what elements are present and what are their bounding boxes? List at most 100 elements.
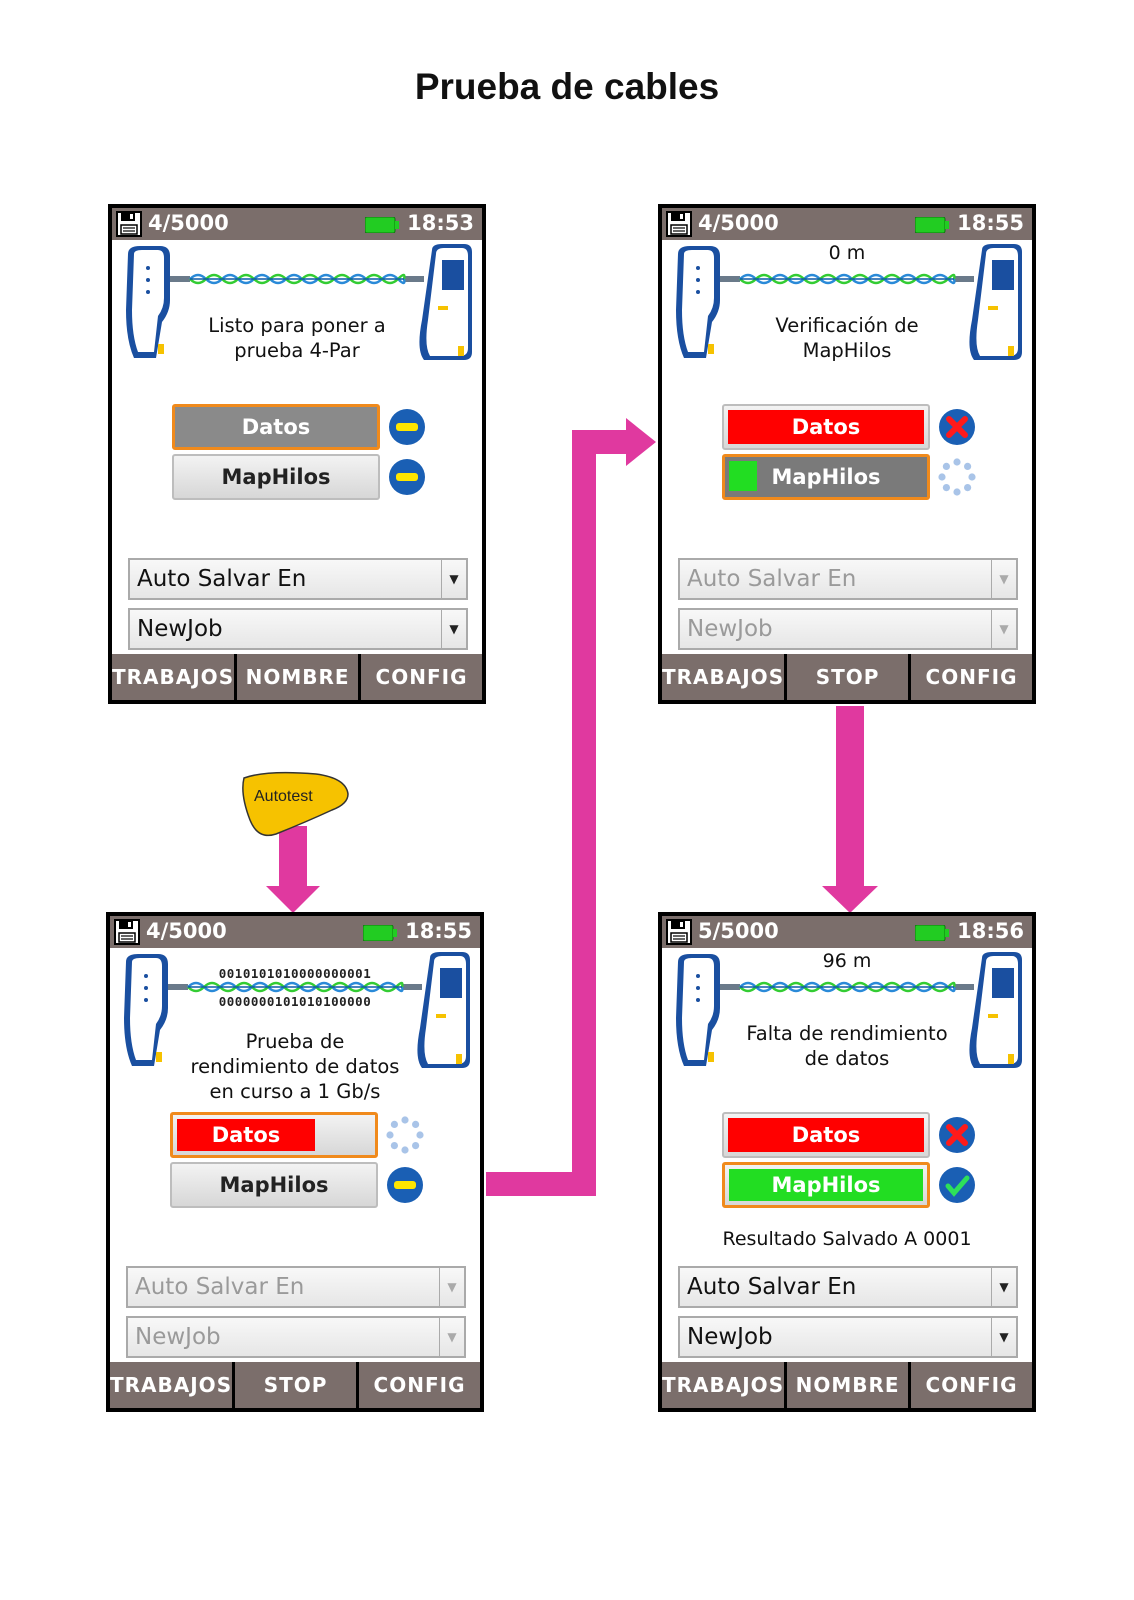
status-bar: 4/5000 18:53	[112, 208, 482, 240]
save-disk-icon	[666, 211, 692, 237]
result-saved-text: Resultado Salvado A 0001	[722, 1228, 972, 1250]
auto-save-dropdown[interactable]: Auto Salvar En ▼	[126, 1266, 466, 1308]
cable-scene	[112, 240, 482, 370]
maphilos-test-button[interactable]: MapHilos	[722, 1162, 930, 1208]
datos-test-button[interactable]: Datos	[172, 404, 380, 450]
datos-test-button[interactable]: Datos	[722, 1112, 930, 1158]
cable-diagram	[676, 244, 1022, 360]
cable-length: 0 m	[828, 242, 866, 264]
softkey-bar: TRABAJOS STOP CONFIG	[110, 1362, 480, 1408]
maphilos-label: MapHilos	[771, 465, 881, 489]
auto-save-dropdown[interactable]: Auto Salvar En ▼	[128, 558, 468, 600]
cable-scene	[662, 240, 1032, 370]
softkey-3[interactable]: CONFIG	[908, 1362, 1032, 1408]
tester-screen-ready: 4/5000 18:53	[108, 204, 486, 704]
job-value: NewJob	[137, 616, 223, 642]
autotest-key-shape	[242, 771, 349, 837]
remote-unit-icon	[676, 954, 720, 1066]
status-bar: 4/5000 18:55	[110, 916, 480, 948]
main-unit-icon	[969, 244, 1022, 360]
maphilos-test-button[interactable]: MapHilos	[170, 1162, 378, 1208]
arrow-elbow-h2	[572, 430, 628, 454]
chevron-down-icon: ▼	[439, 1268, 464, 1306]
battery-icon	[365, 217, 399, 233]
chevron-down-icon: ▼	[991, 1318, 1016, 1356]
record-count: 5/5000	[698, 919, 779, 943]
auto-save-dropdown[interactable]: Auto Salvar En ▼	[678, 558, 1018, 600]
job-value: NewJob	[687, 616, 773, 642]
softkey-3[interactable]: CONFIG	[908, 654, 1032, 700]
status-message-line: Verificación de	[775, 314, 919, 337]
softkey-1[interactable]: TRABAJOS	[662, 665, 785, 689]
datos-label: Datos	[211, 1123, 281, 1147]
chevron-down-icon: ▼	[991, 1268, 1016, 1306]
maphilos-label: MapHilos	[219, 1173, 329, 1197]
minus-icon	[387, 1167, 423, 1203]
chevron-down-icon: ▼	[991, 560, 1016, 598]
job-dropdown[interactable]: NewJob ▼	[128, 608, 468, 650]
main-unit-icon	[417, 952, 470, 1068]
fail-icon	[939, 409, 975, 445]
auto-save-value: Auto Salvar En	[135, 1274, 305, 1300]
job-value: NewJob	[687, 1324, 773, 1350]
arrow-autotest-head	[266, 886, 320, 913]
clock: 18:53	[407, 211, 474, 235]
autotest-key[interactable]: Autotest	[236, 770, 352, 838]
softkey-1[interactable]: TRABAJOS	[112, 665, 235, 689]
maphilos-test-button[interactable]: MapHilos	[172, 454, 380, 500]
maphilos-test-button[interactable]: MapHilos	[722, 454, 930, 500]
cable-scene	[110, 948, 480, 1078]
status-message-line: Falta de rendimiento	[746, 1022, 948, 1045]
tester-screen-wiremap: 4/5000 18:55	[658, 204, 1036, 704]
autotest-label: Autotest	[254, 788, 313, 805]
arrow-elbow-head	[626, 418, 656, 466]
battery-icon	[915, 925, 949, 941]
cable-diagram	[126, 244, 472, 360]
chevron-down-icon: ▼	[441, 560, 466, 598]
auto-save-value: Auto Salvar En	[137, 566, 307, 592]
clock: 18:56	[957, 919, 1024, 943]
status-message-line: rendimiento de datos	[190, 1054, 400, 1078]
datos-label: Datos	[241, 415, 311, 439]
spinner-icon	[938, 458, 976, 496]
softkey-2[interactable]: STOP	[232, 1362, 356, 1408]
softkey-2[interactable]: STOP	[784, 654, 908, 700]
softkey-3[interactable]: CONFIG	[356, 1362, 480, 1408]
datos-test-button[interactable]: Datos	[170, 1112, 378, 1158]
spinner-icon	[386, 1116, 424, 1154]
remote-unit-icon	[124, 954, 168, 1066]
chevron-down-icon: ▼	[439, 1318, 464, 1356]
tester-screen-done: 5/5000 18:56	[658, 912, 1036, 1412]
fail-icon	[939, 1117, 975, 1153]
softkey-2[interactable]: NOMBRE	[784, 1362, 908, 1408]
pass-icon	[939, 1167, 975, 1203]
job-value: NewJob	[135, 1324, 221, 1350]
job-dropdown[interactable]: NewJob ▼	[678, 608, 1018, 650]
main-unit-icon	[969, 952, 1022, 1068]
softkey-1[interactable]: TRABAJOS	[110, 1373, 233, 1397]
remote-unit-icon	[676, 246, 720, 358]
softkey-bar: TRABAJOS NOMBRE CONFIG	[112, 654, 482, 700]
softkey-1[interactable]: TRABAJOS	[662, 1373, 785, 1397]
status-message-line: de datos	[804, 1047, 890, 1070]
save-disk-icon	[116, 211, 142, 237]
auto-save-dropdown[interactable]: Auto Salvar En ▼	[678, 1266, 1018, 1308]
maphilos-label: MapHilos	[221, 465, 331, 489]
softkey-2[interactable]: NOMBRE	[234, 654, 358, 700]
job-dropdown[interactable]: NewJob ▼	[678, 1316, 1018, 1358]
bits-rx: 0000000101010100000	[218, 994, 372, 1009]
datos-label: Datos	[791, 1123, 861, 1147]
job-dropdown[interactable]: NewJob ▼	[126, 1316, 466, 1358]
status-message-line: Prueba de	[245, 1029, 345, 1053]
minus-icon	[389, 459, 425, 495]
battery-icon	[363, 925, 397, 941]
datos-test-button[interactable]: Datos	[722, 404, 930, 450]
status-message-line: prueba 4-Par	[234, 339, 360, 362]
arrow-elbow-v	[572, 430, 596, 1196]
softkey-3[interactable]: CONFIG	[358, 654, 482, 700]
arrow-elbow-h1	[486, 1172, 596, 1196]
arrow-down-head	[822, 886, 878, 913]
